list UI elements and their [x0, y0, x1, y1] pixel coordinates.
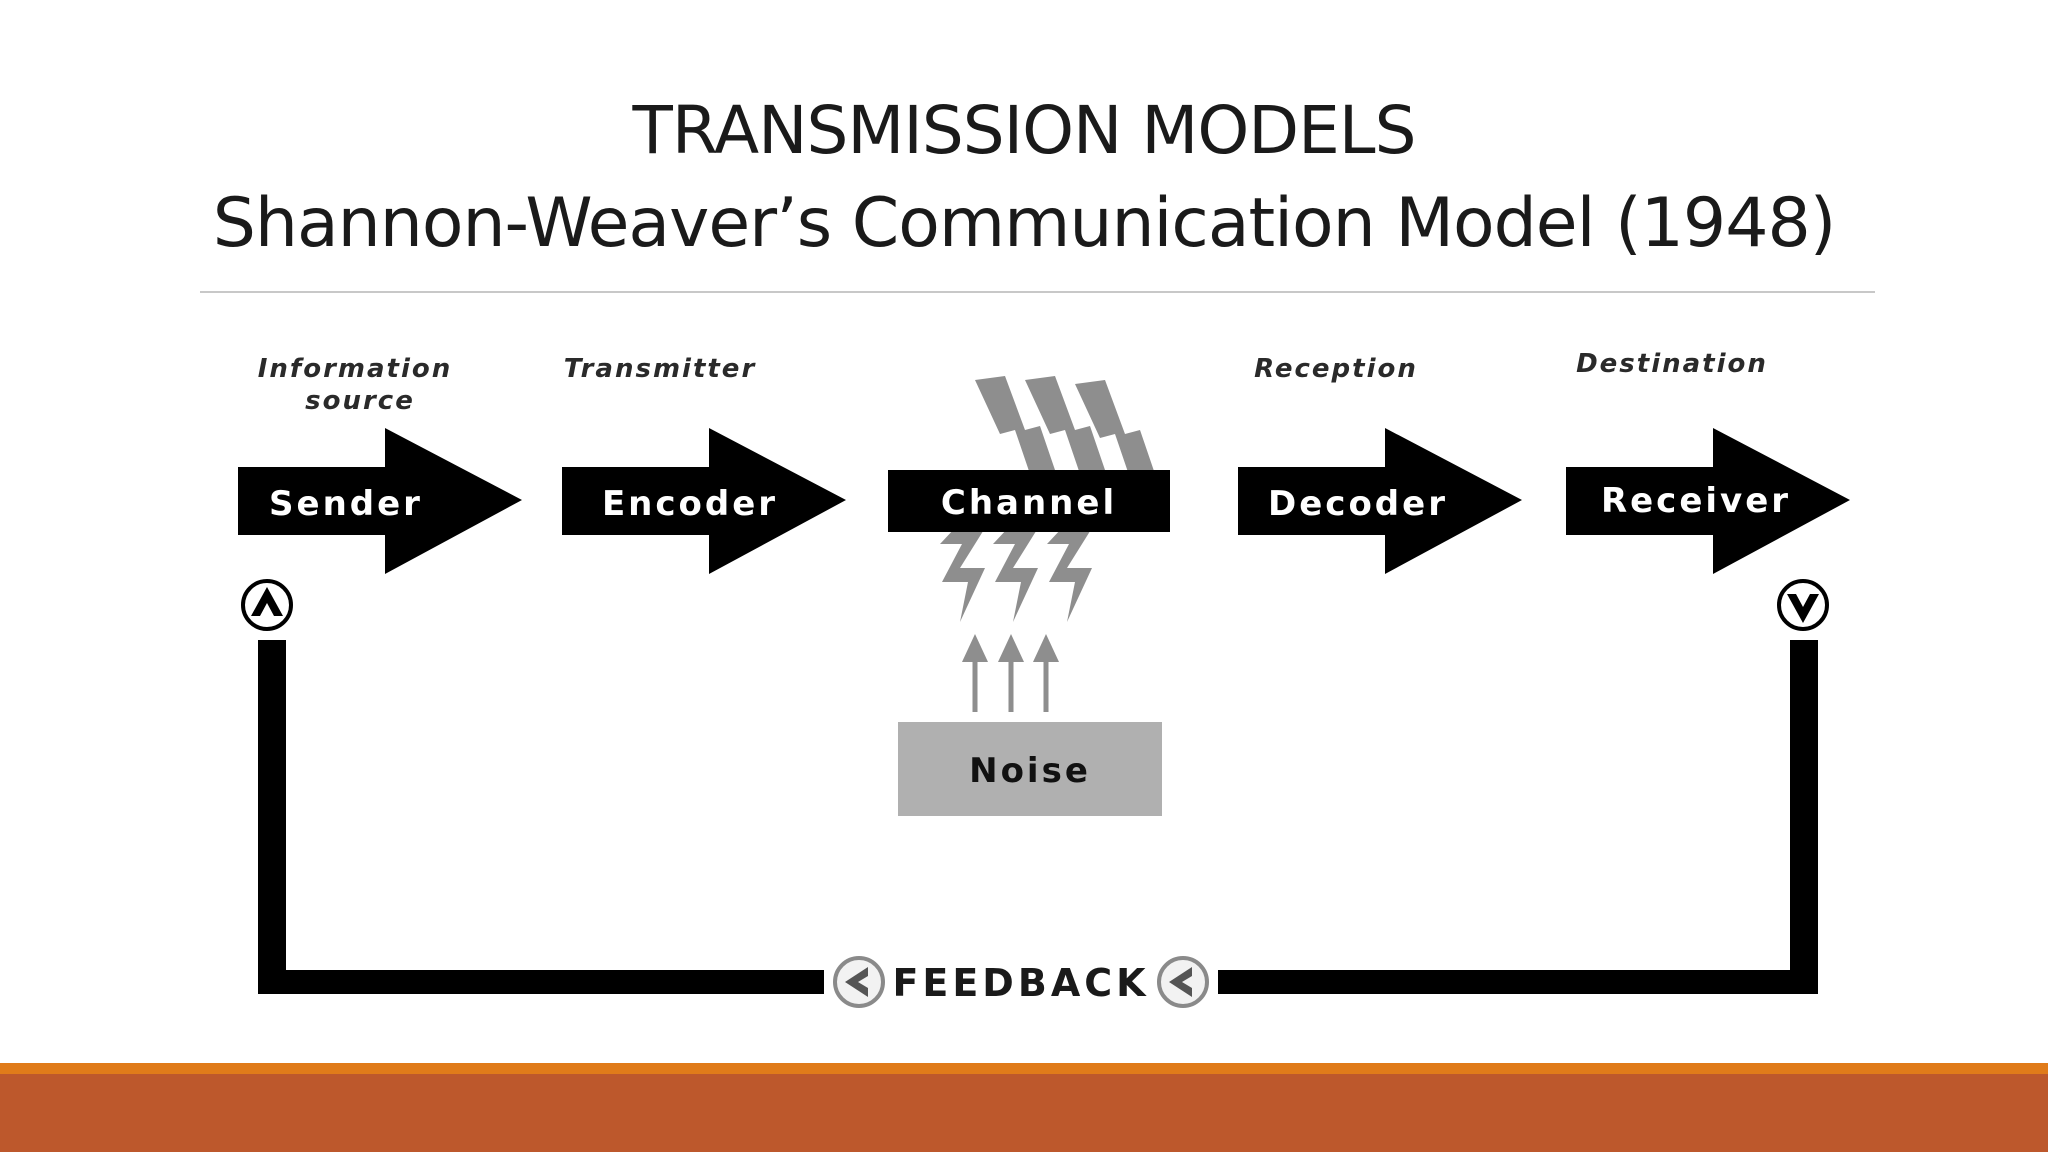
- slide-subtitle: Shannon-Weaver’s Communication Model (19…: [212, 184, 1837, 263]
- left-arrow-icon: [833, 956, 885, 1008]
- feedback-loop: [258, 640, 1818, 994]
- noise-label: Noise: [969, 751, 1091, 791]
- receiver-arrow: Receiver: [1566, 428, 1850, 574]
- feedback-label: FEEDBACK: [892, 961, 1149, 1005]
- down-arrow-icon: [1777, 579, 1829, 631]
- communication-model-diagram: Noise Sender Encoder Channel Decoder Rec…: [238, 349, 1850, 1008]
- title-divider: [200, 291, 1875, 293]
- left-arrow-icon: [1157, 956, 1209, 1008]
- lightning-bolt-icon: [975, 376, 1155, 478]
- channel-label: Channel: [941, 483, 1117, 523]
- encoder-label: Encoder: [602, 484, 778, 524]
- decoder-label: Decoder: [1268, 484, 1448, 524]
- receiver-label: Receiver: [1601, 481, 1791, 521]
- destination-label: Destination: [1576, 349, 1768, 379]
- footer-accent-stripe: [0, 1063, 2048, 1074]
- decoder-arrow: Decoder: [1238, 428, 1522, 574]
- noise-box: [898, 722, 1162, 816]
- sender-label: Sender: [269, 484, 423, 524]
- sender-arrow: Sender: [238, 428, 522, 574]
- encoder-arrow: Encoder: [562, 428, 846, 574]
- slide-title: TRANSMISSION MODELS: [632, 92, 1417, 169]
- channel-box: Channel: [888, 470, 1170, 532]
- information-source-label-line-2: source: [305, 386, 415, 416]
- transmitter-label: Transmitter: [564, 354, 757, 384]
- noise-arrows: [962, 634, 1059, 712]
- lightning-bolt-icon: [940, 528, 1092, 622]
- footer-band: [0, 1074, 2048, 1152]
- up-arrow-icon: [241, 579, 293, 631]
- information-source-label: Information: [258, 354, 453, 384]
- reception-label: Reception: [1254, 354, 1418, 384]
